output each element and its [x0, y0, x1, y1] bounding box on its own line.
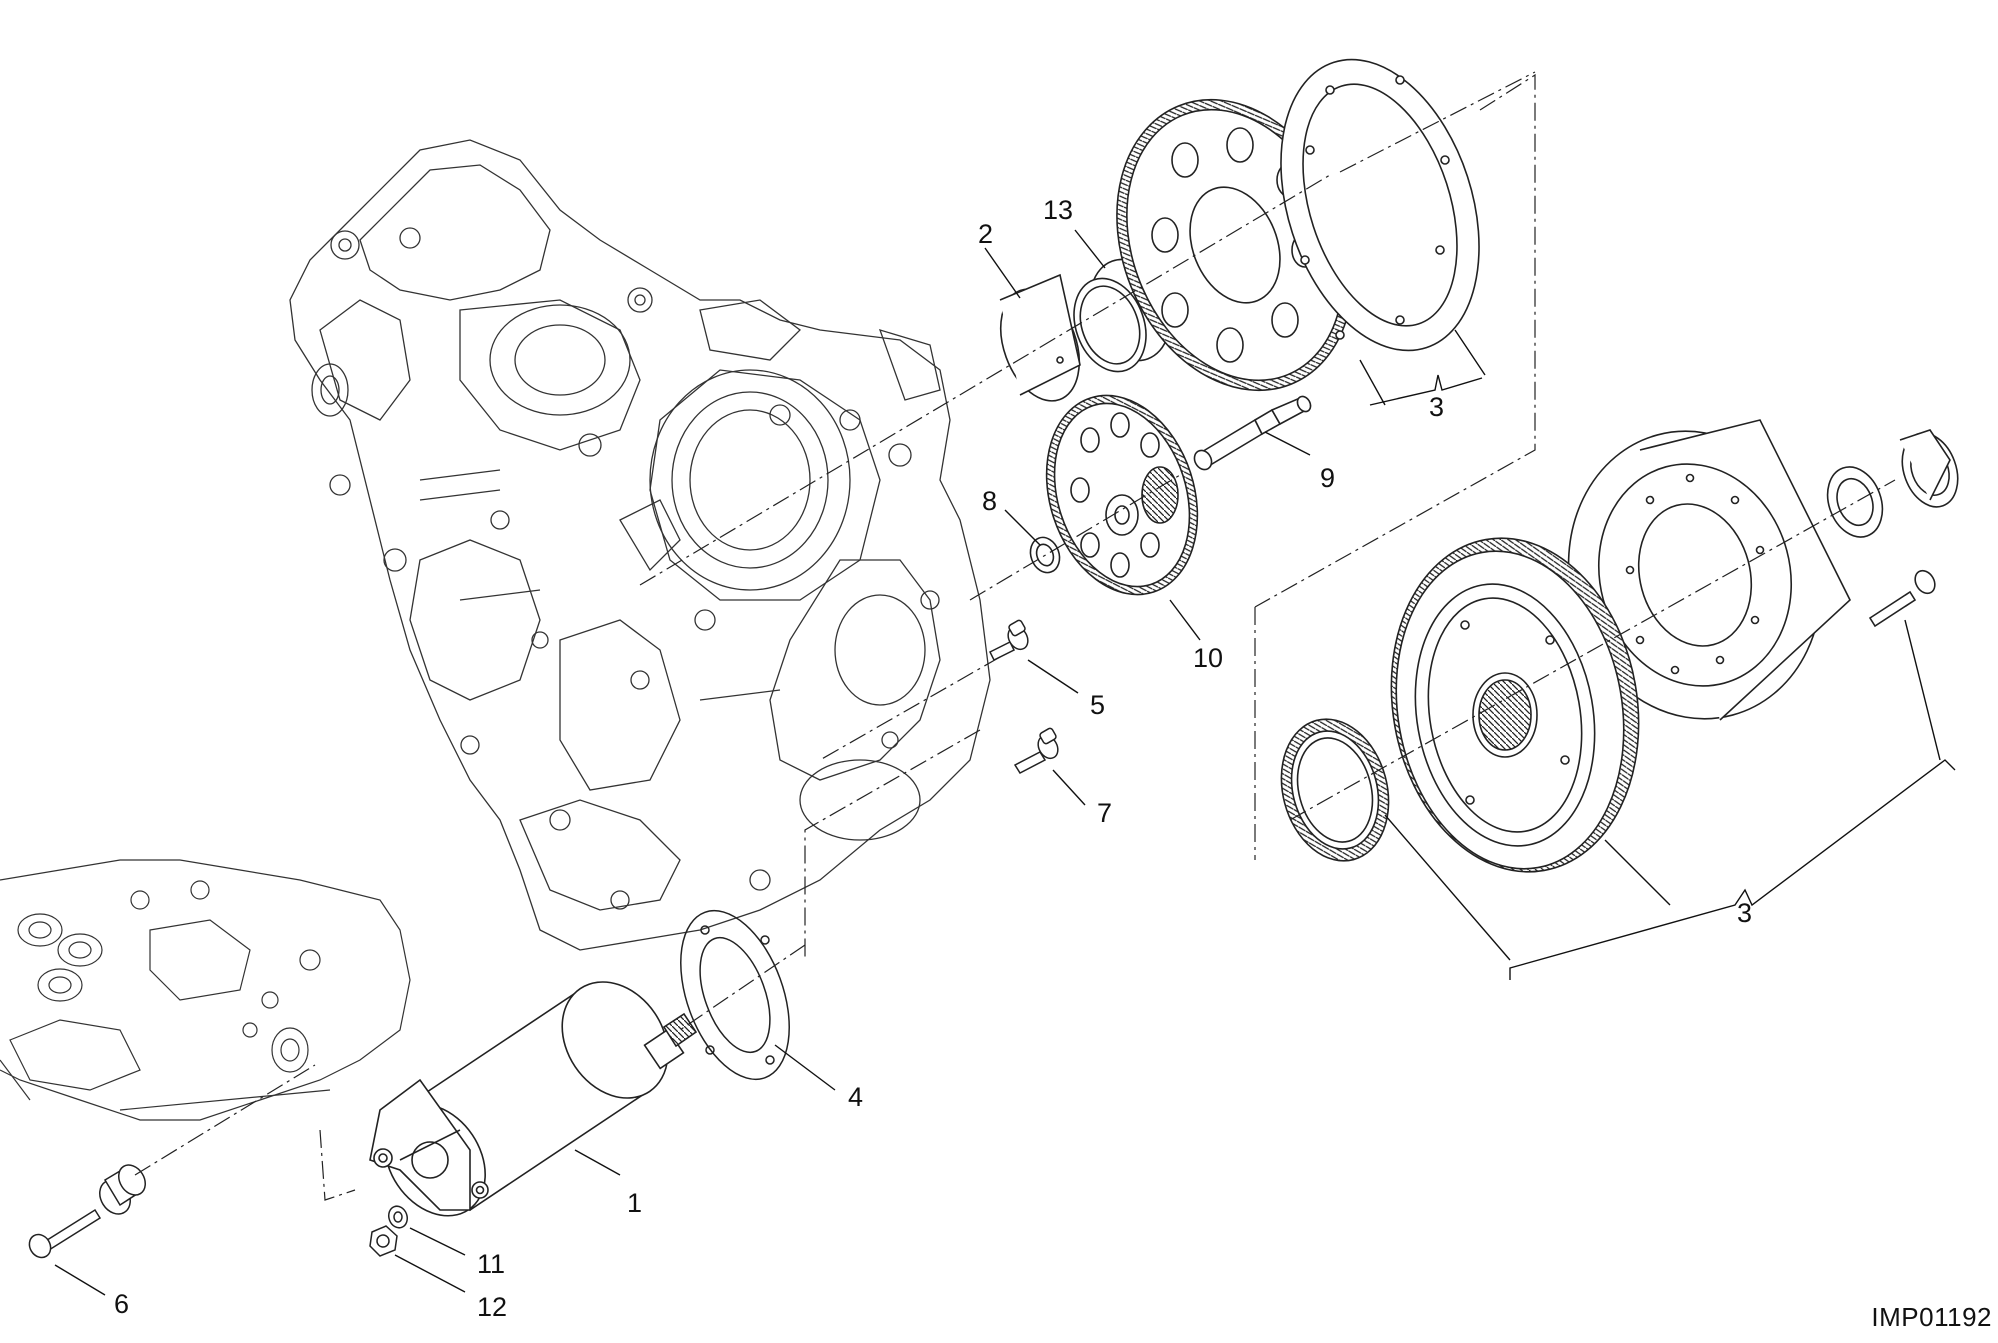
callout-2: 2 [978, 219, 993, 249]
callout-3-top: 3 [1429, 392, 1444, 422]
bearing-2 [986, 275, 1093, 412]
callout-12: 12 [477, 1292, 507, 1322]
leader-lines [54, 229, 1956, 1296]
flywheel-rotor [1537, 403, 1854, 748]
idler-gear-10 [1022, 376, 1222, 615]
callout-5: 5 [1090, 690, 1105, 720]
starter-clutch-housing [1366, 518, 1665, 891]
callout-7: 7 [1097, 798, 1112, 828]
callout-13: 13 [1043, 195, 1073, 225]
callout-11: 11 [477, 1249, 505, 1279]
nut-12 [370, 1226, 397, 1256]
callout-8: 8 [982, 486, 997, 516]
callout-4: 4 [848, 1082, 863, 1112]
callout-labels: 1 2 3 3 4 5 6 7 8 9 10 11 12 13 [114, 195, 1752, 1322]
gear-cover-ring [1246, 34, 1514, 376]
washer-11 [386, 1204, 410, 1231]
idler-shaft-9 [1191, 394, 1313, 473]
starter-gasket [660, 896, 810, 1094]
washer-right [1818, 459, 1891, 544]
crankcase-half [290, 140, 990, 950]
callout-9: 9 [1320, 463, 1335, 493]
engine-block-partial [0, 860, 410, 1120]
screw-7 [1015, 727, 1062, 773]
callout-1: 1 [627, 1188, 642, 1218]
assembly-axis-lines [134, 71, 1896, 1201]
flywheel-nut [1893, 425, 1968, 514]
starter-motor [364, 962, 696, 1235]
screw-5 [990, 619, 1032, 660]
flywheel-screw [1870, 567, 1939, 626]
screw-6 [25, 1160, 150, 1261]
callout-3-right: 3 [1737, 898, 1752, 928]
callout-10: 10 [1193, 643, 1223, 673]
callout-6: 6 [114, 1289, 129, 1319]
one-way-clutch [1266, 707, 1404, 873]
diagram-reference-code: IMP01192 [1871, 1302, 1992, 1332]
